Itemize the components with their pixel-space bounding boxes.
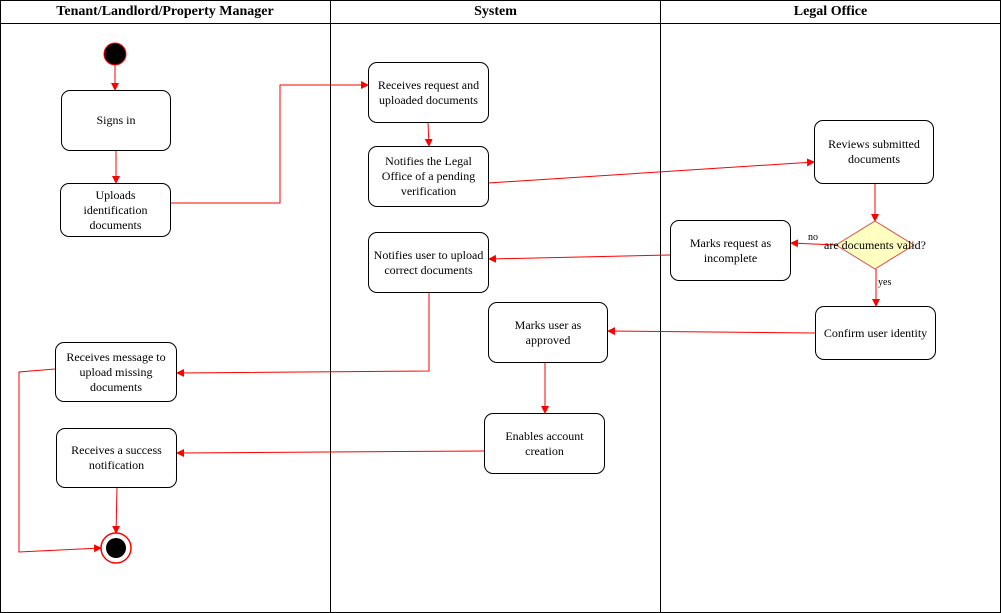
edge-label-no: no — [808, 232, 818, 243]
lane-title-legal: Legal Office — [793, 4, 868, 19]
lane-title-tenant: Tenant/Landlord/Property Manager — [56, 4, 274, 19]
start-node — [103, 42, 127, 66]
node-notifies-legal: Notifies the Legal Office of a pending v… — [368, 146, 489, 207]
edge-receive-to-notifylegal — [424, 121, 433, 147]
node-enables-account: Enables account creation — [484, 413, 605, 474]
node-uploads-documents: Uploads identification documents — [60, 183, 171, 237]
node-notifies-user: Notifies user to upload correct document… — [368, 232, 489, 293]
edge-notifylegal-to-reviews — [487, 158, 815, 184]
decision-diamond — [835, 220, 915, 270]
edge-missing-to-end — [18, 368, 102, 553]
edge-success-to-end — [112, 486, 121, 534]
node-marks-approved: Marks user as approved — [488, 302, 608, 363]
edge-enables-to-success — [176, 448, 485, 457]
edge-marksincomplete-to-notifyuser — [488, 254, 671, 263]
end-node-inner — [106, 538, 126, 558]
node-receives-request: Receives request and uploaded documents — [368, 62, 489, 123]
node-marks-incomplete: Marks request as incomplete — [670, 220, 791, 281]
edge-decision-no — [790, 239, 837, 248]
node-receives-missing-message: Receives message to upload missing docum… — [55, 342, 177, 402]
decision-label: are documents valid? — [824, 238, 926, 252]
node-receives-success: Receives a success notification — [56, 428, 177, 488]
edge-confirm-to-approved — [607, 327, 816, 336]
lane-title-system: System — [474, 4, 517, 19]
node-signs-in: Signs in — [61, 90, 171, 151]
edge-notifyuser-to-missing — [176, 292, 430, 377]
edge-upload-to-receive — [170, 81, 369, 204]
edge-label-yes: yes — [878, 277, 892, 288]
node-reviews-documents: Reviews submitted documents — [814, 120, 934, 184]
node-confirm-identity: Confirm user identity — [815, 306, 936, 360]
